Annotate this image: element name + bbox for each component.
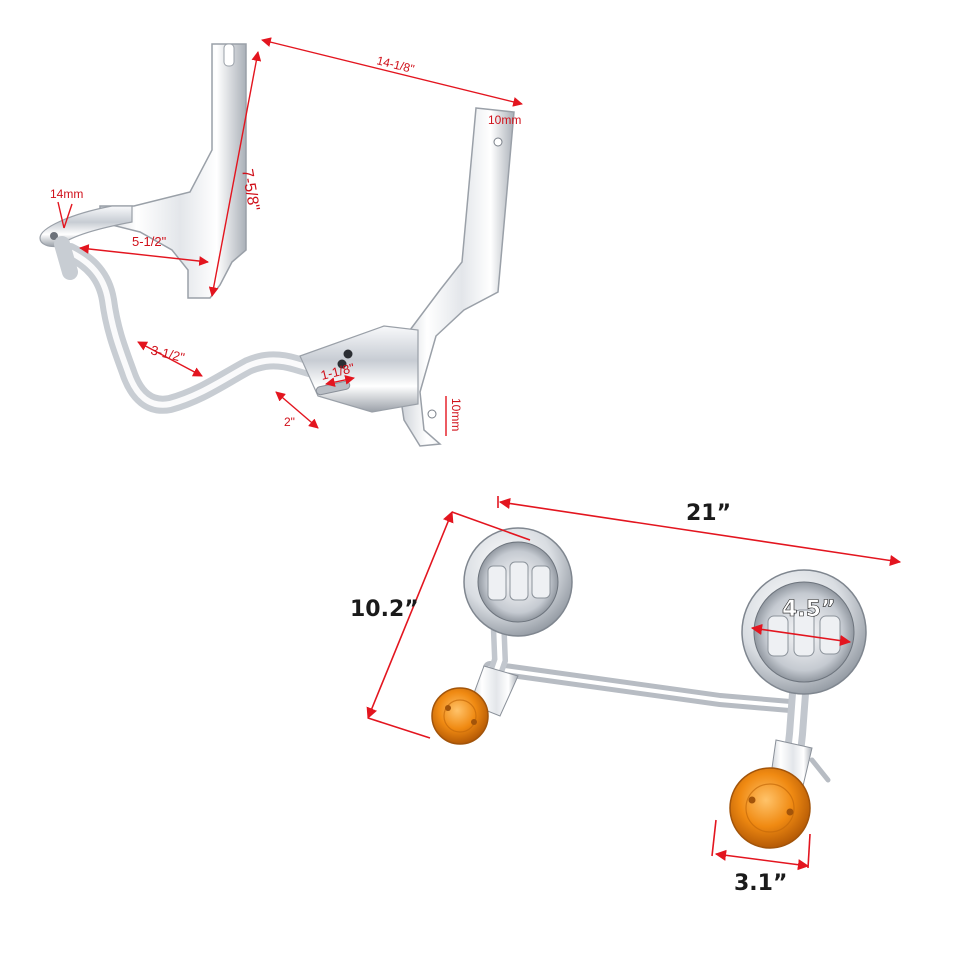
bracket-dimension-lines <box>57 37 523 436</box>
light-bar <box>366 496 902 871</box>
bracket-hole-bottom-label: 10mm <box>449 398 463 431</box>
bracket-right-plate <box>397 107 515 447</box>
bracket-left-plate <box>99 43 247 299</box>
left-spotlight <box>463 527 573 637</box>
bracket-tab-label: 14mm <box>50 187 83 201</box>
bracket-left-slot <box>223 43 235 67</box>
overall-width-label: 21” <box>686 501 731 526</box>
right-spotlight <box>741 569 867 695</box>
bracket-hole-top-label: 10mm <box>488 113 521 127</box>
overall-height-label: 10.2” <box>350 597 419 622</box>
bracket-offset-label: 2" <box>284 415 295 429</box>
bracket-bar-length-label: 3-1/2" <box>149 342 186 365</box>
bracket-mid-plate <box>299 325 419 413</box>
right-turn-signal <box>729 739 831 849</box>
mounting-bracket <box>39 37 523 447</box>
turn-signal-label: 3.1” <box>734 871 787 896</box>
left-turn-signal <box>431 665 519 745</box>
lamp-diameter-label: 4.5” <box>782 597 835 622</box>
bracket-arm-width-label: 5-1/2" <box>132 234 167 249</box>
light-bar-dimension-lines <box>366 496 902 871</box>
